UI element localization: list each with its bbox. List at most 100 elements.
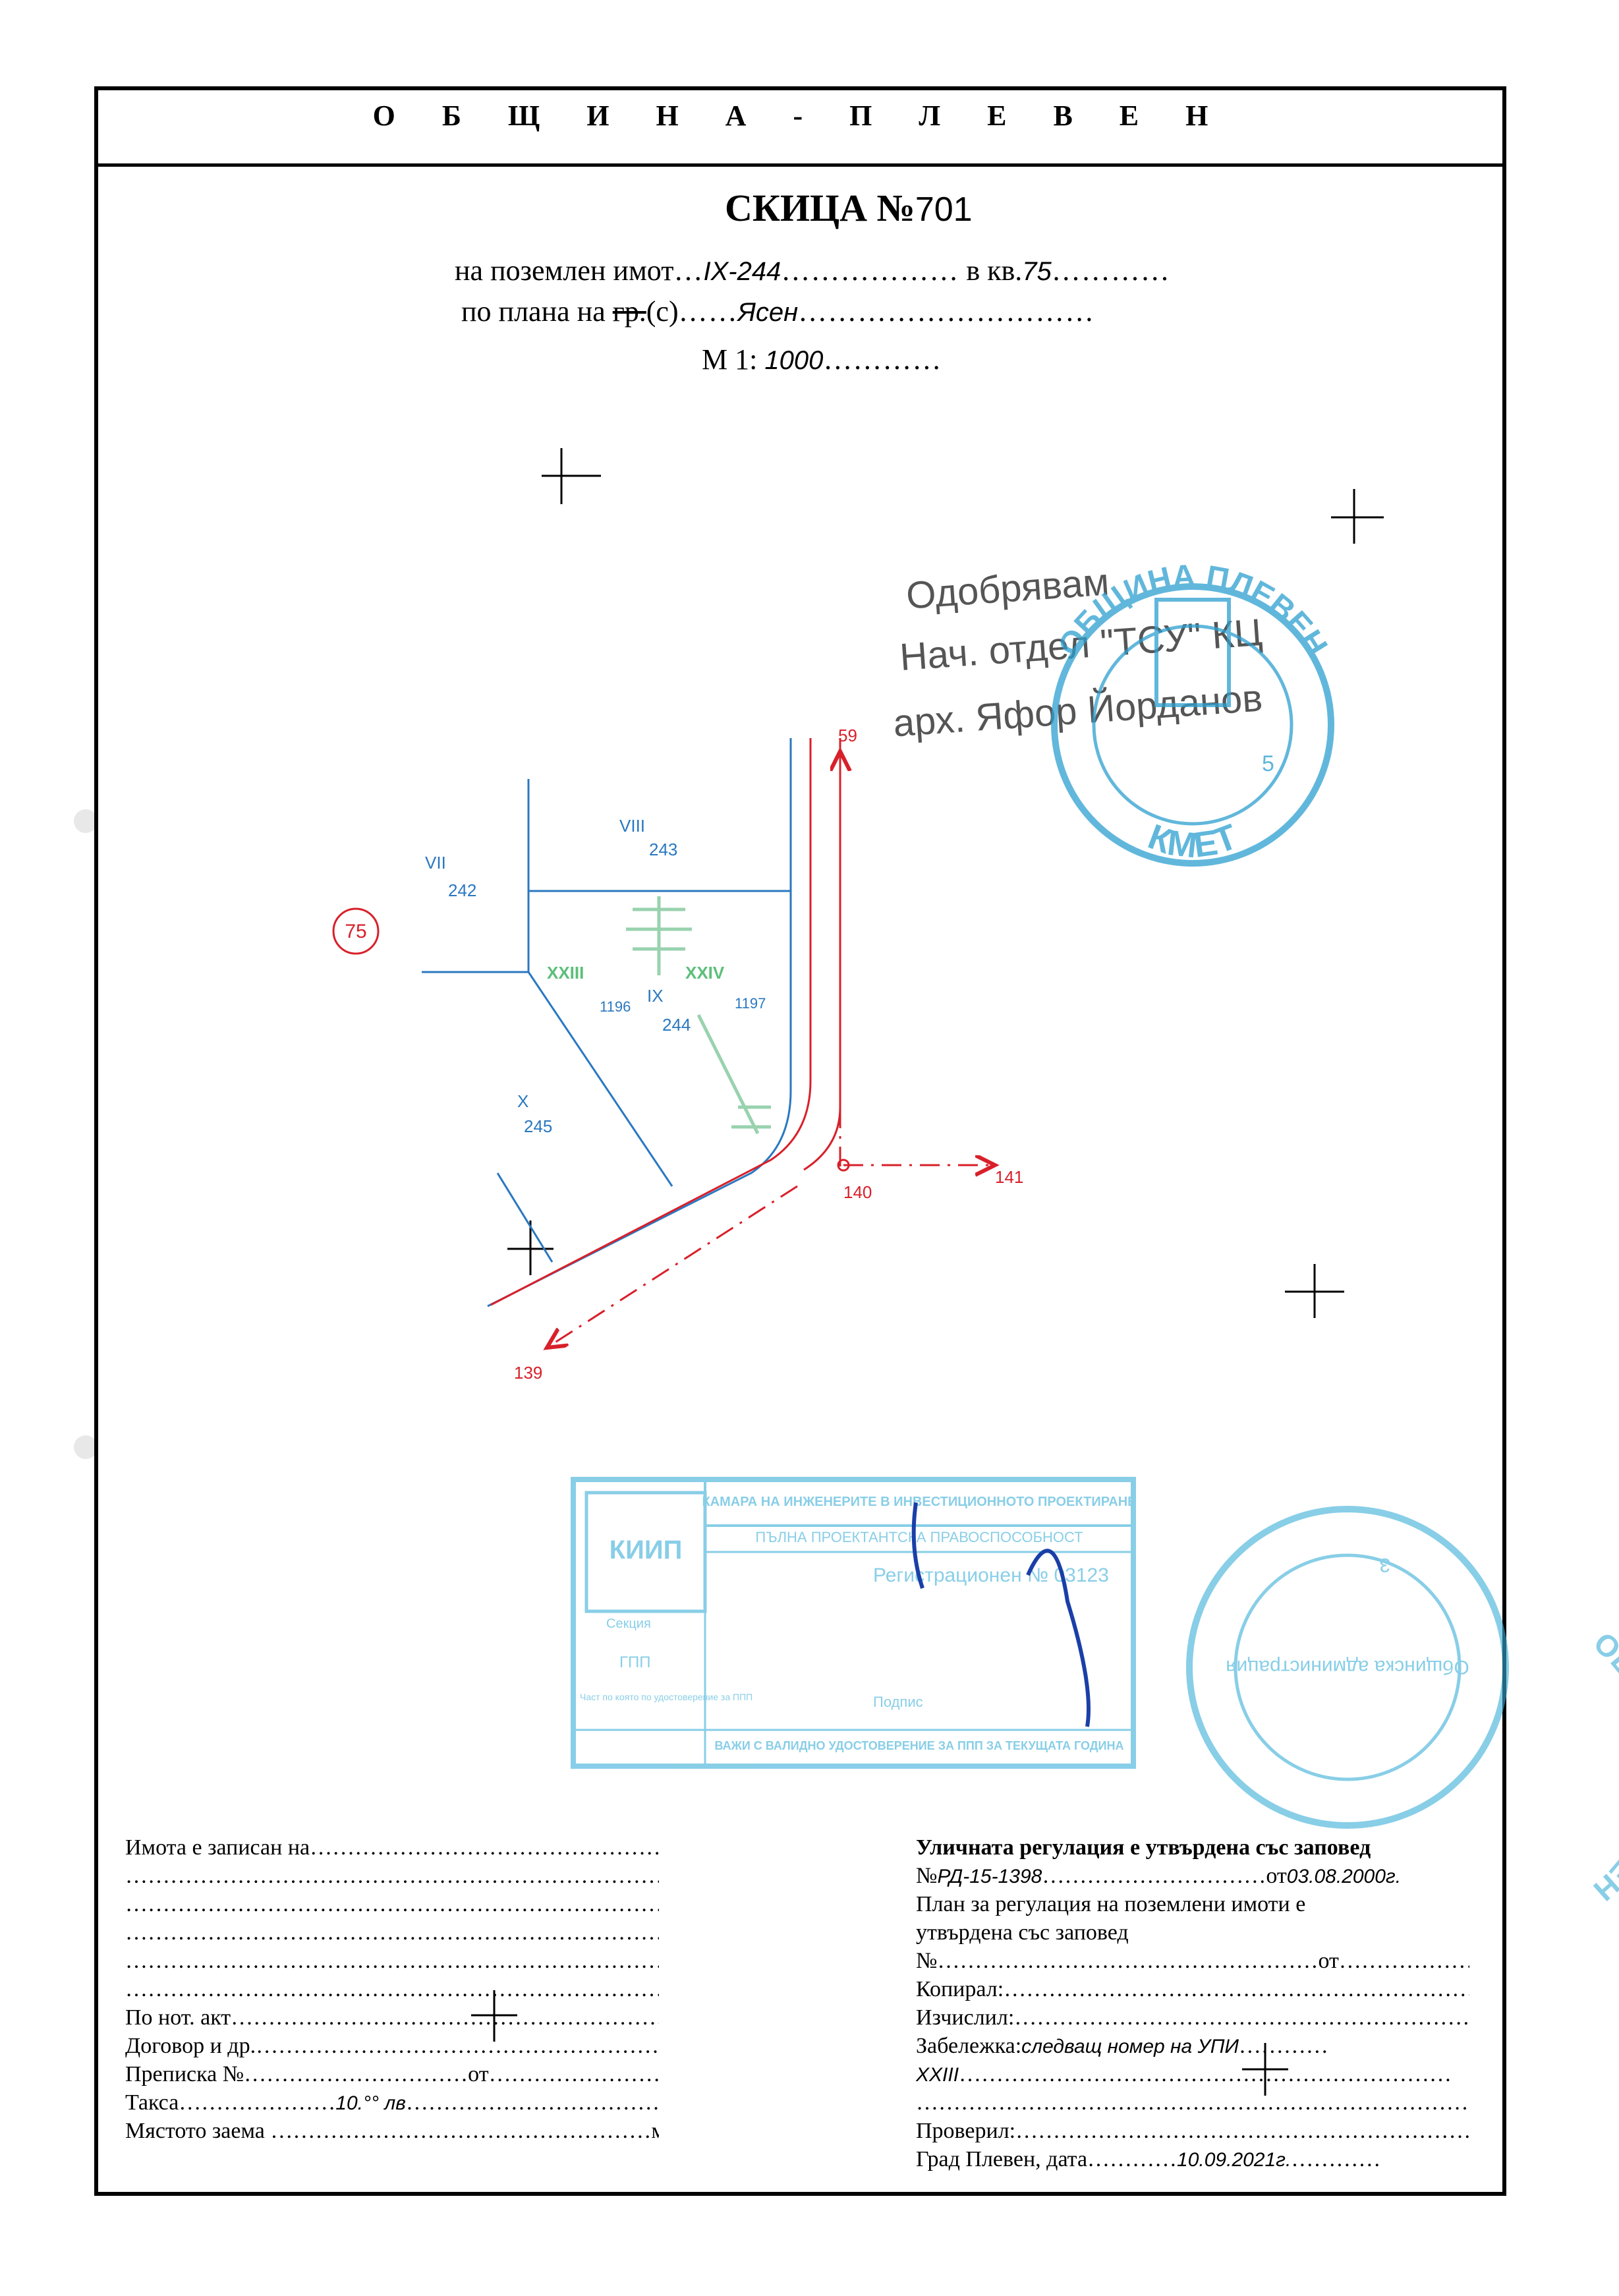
order-no-value: РД-15-1398 bbox=[937, 1866, 1042, 1887]
property-record-block: Имота е записан на…………………………………………………………… bbox=[125, 1833, 659, 2145]
contract-row: Договор и др.……………………………………………………………… bbox=[125, 2034, 659, 2058]
scale-label: М 1: bbox=[702, 343, 758, 376]
parcel-viii-roman: VIII bbox=[619, 816, 645, 836]
plan-line1: План за регулация на поземлени имоти е bbox=[916, 1892, 1306, 1916]
computed-label: Изчислил: bbox=[916, 2005, 1015, 2030]
checked-label: Проверил: bbox=[916, 2119, 1016, 2143]
property-value: IX-244 bbox=[703, 257, 781, 286]
kiip-scope: ПЪЛНА ПРОЕКТАНТСКА ПРАВОСПОСОБНОСТ bbox=[755, 1529, 1083, 1545]
mayor-stamp: ОБЩИНА ПЛЕВЕН КМЕТ 5 bbox=[1051, 558, 1334, 867]
kiip-footer: ВАЖИ С ВАЛИДНО УДОСТОВЕРЕНИЕ ЗА ППП ЗА Т… bbox=[715, 1739, 1124, 1752]
property-line: на поземлен имот…IX-244……………… в кв.75………… bbox=[455, 254, 1170, 287]
plan-order-no-label: № bbox=[916, 1949, 938, 1973]
plan-order-from-label: от bbox=[1318, 1949, 1339, 1973]
node-140: 140 bbox=[843, 1182, 872, 1202]
svg-text:ОБЩИНА ПЛЕВЕН: ОБЩИНА ПЛЕВЕН bbox=[1052, 558, 1334, 662]
plan-line: по плана на гр.(с)……Ясен………………………… bbox=[461, 295, 1095, 328]
area-unit: м² bbox=[651, 2119, 659, 2143]
plan-value: Ясен bbox=[737, 298, 799, 327]
parcel-ix-num: 244 bbox=[662, 1015, 691, 1035]
admin-stamp-num: 3 bbox=[1379, 1554, 1390, 1576]
block-label: в кв. bbox=[966, 254, 1023, 287]
parcel-x-num: 245 bbox=[524, 1116, 552, 1136]
reg-title: Уличната регулация е утвърдена със запов… bbox=[916, 1835, 1371, 1860]
kiip-reg: Регистрационен № 03123 bbox=[873, 1564, 1109, 1586]
area-row: Мястото заема ……………………………………………м² bbox=[125, 2117, 659, 2145]
city-date-row: Град Плевен, дата…………10.09.2021г.………… bbox=[916, 2147, 1381, 2171]
fee-value: 10.°° лв bbox=[335, 2092, 406, 2114]
block-value: 75 bbox=[1022, 257, 1052, 286]
binder-hole-bottom bbox=[74, 1435, 98, 1459]
copied-row: Копирал:…………………………………………………………… bbox=[916, 1977, 1469, 2001]
remark-value2: XXIII bbox=[916, 2064, 959, 2086]
city-date-label: Град Плевен, дата bbox=[916, 2147, 1088, 2171]
signature-mark bbox=[911, 1502, 1091, 1727]
kiip-section: Секция bbox=[606, 1617, 651, 1631]
plan-order-row: №……………………………………………от…………………………… bbox=[916, 1949, 1469, 1973]
kiip-part-text: Част по която по удостоверение за ППП bbox=[580, 1692, 753, 1702]
copy-label: Преписка № bbox=[125, 2062, 244, 2086]
binder-hole-top bbox=[74, 809, 98, 833]
mayor-stamp-num: 5 bbox=[1262, 751, 1274, 776]
parcel-x-roman: X bbox=[517, 1091, 528, 1111]
plot-right: 1197 bbox=[735, 995, 766, 1012]
deed-row: По нот. акт……………………………………………………………………… bbox=[125, 2005, 659, 2030]
block-number: 75 bbox=[345, 921, 366, 942]
block-circle bbox=[332, 907, 380, 955]
parcel-vii-roman: VII bbox=[425, 853, 446, 873]
municipality-header: О Б Щ И Н А - П Л Е В Е Н bbox=[372, 100, 1228, 132]
parcel-viii-num: 243 bbox=[649, 840, 677, 859]
regulation-lines bbox=[332, 738, 995, 1348]
node-141: 141 bbox=[995, 1167, 1023, 1187]
computed-row: Изчислил:…………………………………………………………… bbox=[916, 2005, 1469, 2030]
svg-text:ОБЩИНА ПЛЕВЕН: ОБЩИНА ПЛЕВЕН bbox=[1587, 1625, 1619, 1908]
admin-stamp-text: ОБЩИНА ПЛЕВЕН bbox=[1587, 1625, 1619, 1908]
header-band bbox=[94, 86, 1506, 167]
parcel-ix-roman: IX bbox=[647, 986, 664, 1006]
area-label: Мястото заема bbox=[125, 2119, 265, 2143]
upi-right: XXIV bbox=[685, 963, 725, 983]
node-139: 139 bbox=[514, 1363, 542, 1383]
property-label: на поземлен имот bbox=[455, 254, 674, 287]
sketch-number: 701 bbox=[915, 190, 973, 229]
kiip-section-value: ГПП bbox=[619, 1653, 651, 1671]
contract-label: Договор и др. bbox=[125, 2034, 256, 2058]
fee-row: Такса…………………10.°° лв……………………………… bbox=[125, 2090, 659, 2115]
plan-struck: гр. bbox=[612, 295, 646, 328]
order-date-value: 03.08.2000г. bbox=[1286, 1866, 1402, 1887]
kiip-stamp: КИИП КАМАРА НА ИНЖЕНЕРИТЕ В ИНВЕСТИЦИОНН… bbox=[571, 1477, 1137, 1769]
copied-label: Копирал: bbox=[916, 1977, 1004, 2001]
fee-label: Такса bbox=[125, 2090, 179, 2115]
parcel-vii-num: 242 bbox=[448, 880, 476, 900]
mayor-stamp-text: ОБЩИНА ПЛЕВЕН bbox=[1052, 558, 1334, 662]
plan-type: (с) bbox=[646, 295, 679, 328]
parcel-boundaries bbox=[422, 738, 792, 1307]
order-from-label: от bbox=[1266, 1864, 1287, 1888]
remark-label: Забележка: bbox=[916, 2034, 1022, 2058]
plot-left: 1196 bbox=[600, 998, 631, 1015]
remark-value: следващ номер на УПИ bbox=[1021, 2036, 1239, 2057]
remark-row: Забележка:следващ номер на УПИ………… bbox=[916, 2034, 1328, 2058]
recorded-label: Имота е записан на bbox=[125, 1835, 310, 1860]
recorded-row: Имота е записан на…………………………………………………………… bbox=[125, 1835, 659, 1860]
sketch-title: СКИЦА №701 bbox=[725, 186, 973, 230]
copy-from-label: от bbox=[468, 2062, 489, 2086]
plan-label: по плана на bbox=[461, 295, 606, 328]
order-no-label: № bbox=[916, 1864, 938, 1888]
regulation-block: Уличната регулация е утвърдена със запов… bbox=[916, 1833, 1469, 2173]
plan-line2: утвърдена със заповед bbox=[916, 1920, 1129, 1945]
document-frame bbox=[94, 86, 1506, 2196]
deed-label: По нот. акт bbox=[125, 2005, 231, 2030]
checked-row: Проверил:………………………………………………………… bbox=[916, 2119, 1469, 2143]
copy-row: Преписка №…………………………от…………………………… bbox=[125, 2062, 659, 2086]
building-hatch bbox=[626, 896, 771, 1135]
admin-stamp-inner: Общинска администрация bbox=[1226, 1656, 1469, 1678]
order-row: №РД-15-1398…………………………от03.08.2000г. bbox=[916, 1864, 1402, 1888]
remark-row2: XXIII………………………………………………………… bbox=[916, 2062, 1452, 2086]
upi-left: XXIII bbox=[547, 963, 584, 983]
node-59: 59 bbox=[838, 726, 857, 745]
kiip-sign: Подпис bbox=[873, 1694, 923, 1710]
scale-line: М 1: 1000………… bbox=[702, 343, 942, 376]
registration-crosses bbox=[471, 448, 1384, 2096]
